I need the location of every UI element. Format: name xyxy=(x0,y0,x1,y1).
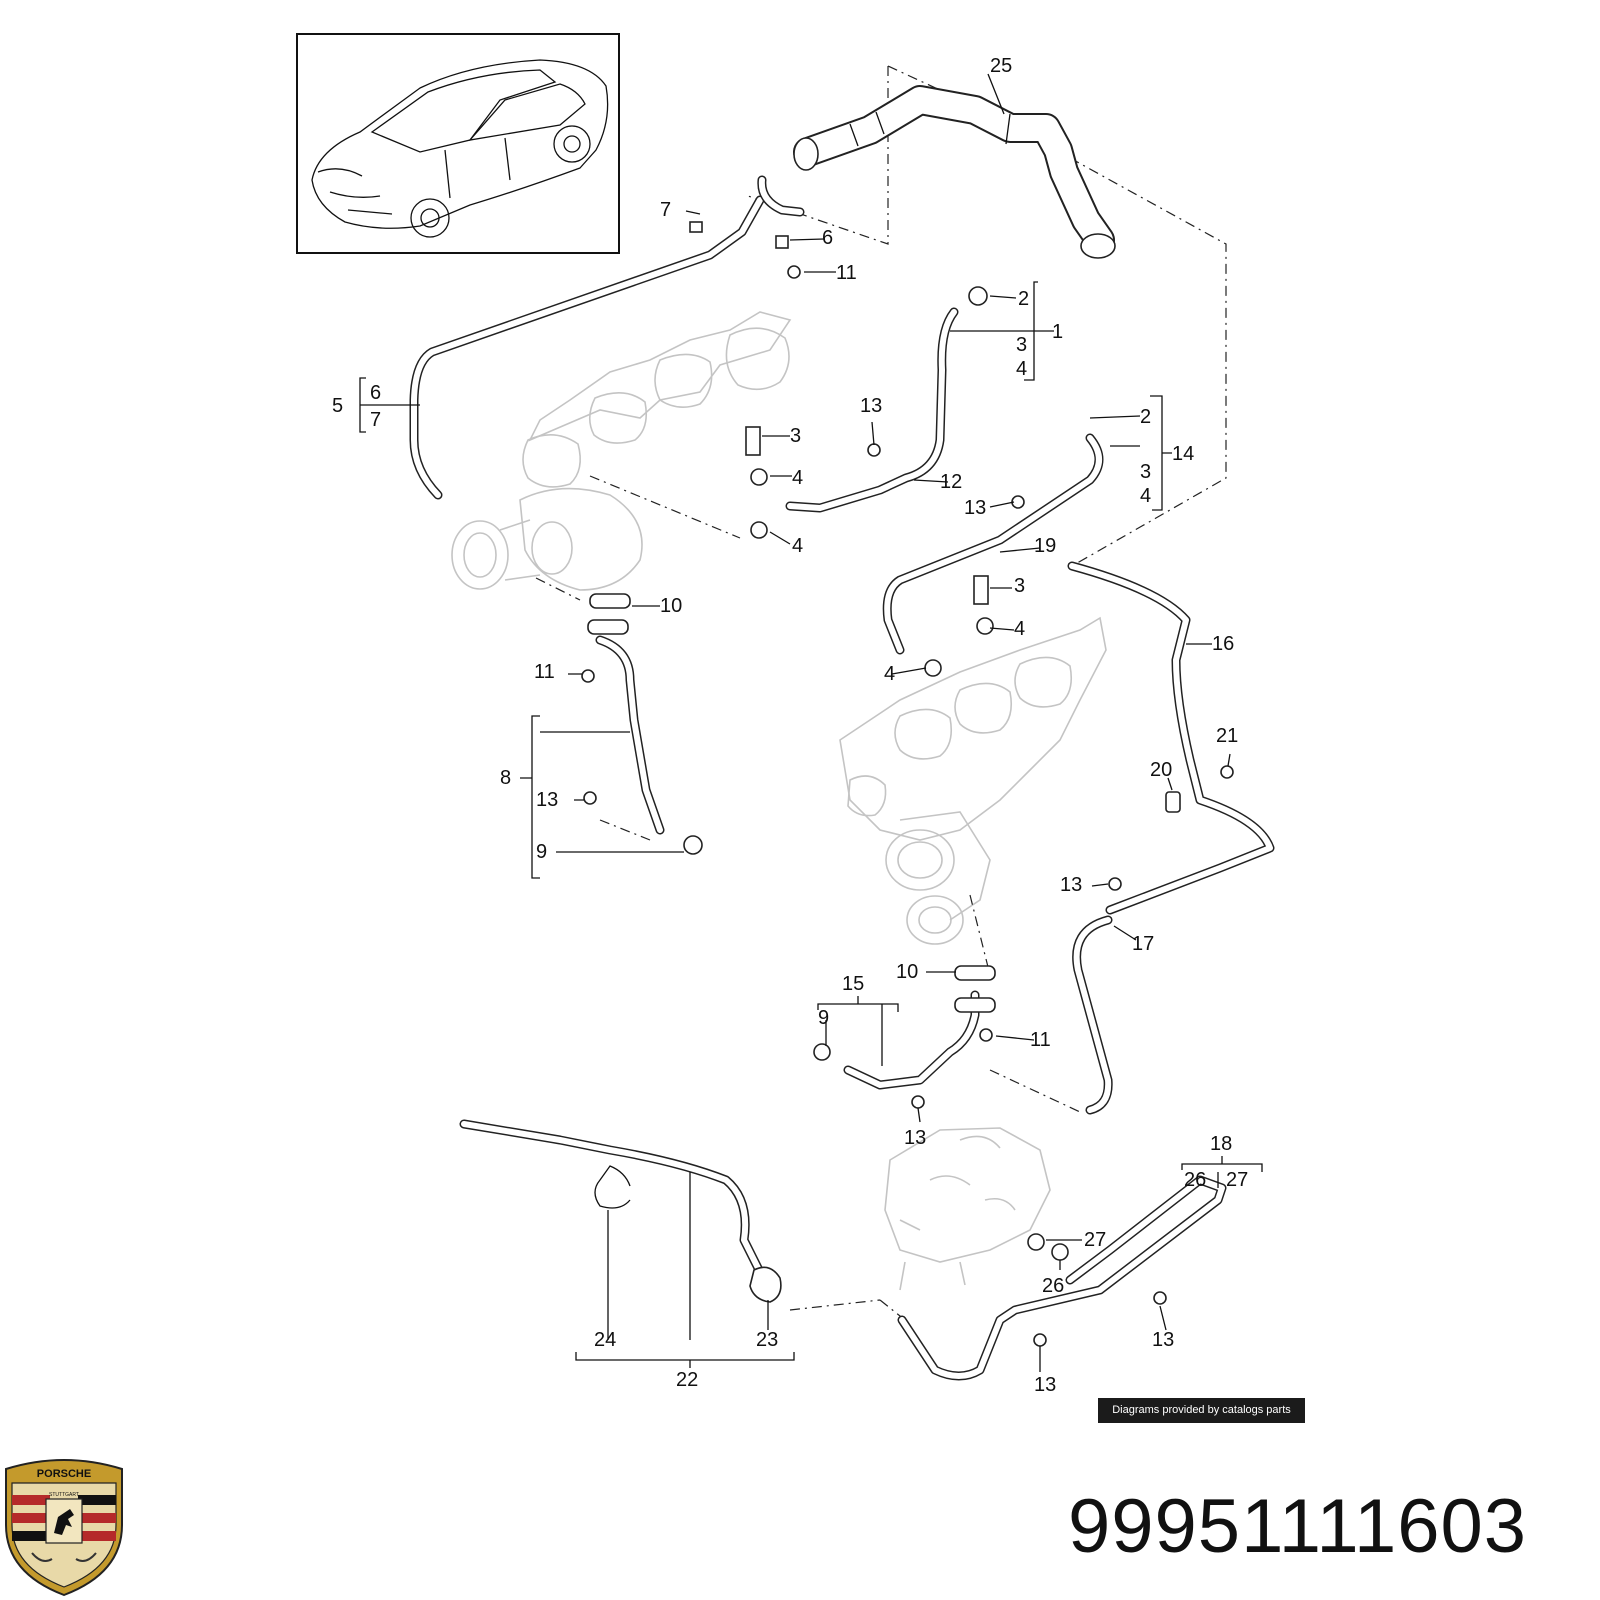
coolant-hose-25 xyxy=(793,85,1116,259)
callout-15: 15 xyxy=(842,973,864,995)
callout-4: 4 xyxy=(1016,358,1027,380)
callout-5: 5 xyxy=(332,395,343,417)
callout-9: 9 xyxy=(536,841,547,863)
callout-6: 6 xyxy=(822,227,833,249)
callout-16: 16 xyxy=(1212,633,1234,655)
oil-lines xyxy=(409,175,1275,1381)
callout-9: 9 xyxy=(818,1007,829,1029)
callout-1: 1 xyxy=(1052,321,1063,343)
callout-24: 24 xyxy=(594,1329,616,1351)
callout-14: 14 xyxy=(1172,443,1194,465)
callout-13: 13 xyxy=(1152,1329,1174,1351)
callout-4: 4 xyxy=(884,663,895,685)
turbocharger-right xyxy=(839,616,1107,945)
callout-26: 26 xyxy=(1184,1169,1206,1191)
turbocharger-left xyxy=(451,311,792,591)
callout-3: 3 xyxy=(1014,575,1025,597)
callout-labels: 25 7 6 11 2 1 3 4 5 6 7 13 3 2 14 3 4 4 … xyxy=(332,55,1248,1396)
callout-3: 3 xyxy=(790,425,801,447)
callout-13: 13 xyxy=(860,395,882,417)
callout-11: 11 xyxy=(836,262,857,284)
svg-text:STUTTGART: STUTTGART xyxy=(49,1492,79,1498)
callout-12: 12 xyxy=(940,471,962,493)
callout-3: 3 xyxy=(1140,461,1151,483)
callout-10: 10 xyxy=(896,961,918,983)
vehicle-inset xyxy=(296,33,620,254)
callout-13: 13 xyxy=(1060,874,1082,896)
svg-text:PORSCHE: PORSCHE xyxy=(37,1468,91,1480)
engine-block-fragment xyxy=(884,1127,1051,1291)
leader-lines xyxy=(359,73,1263,1372)
callout-13: 13 xyxy=(1034,1374,1056,1396)
callout-4: 4 xyxy=(792,467,803,489)
part-number: 99951111603 xyxy=(1068,1484,1528,1569)
callout-18: 18 xyxy=(1210,1133,1232,1155)
diagram-credit: Diagrams provided by catalogs parts xyxy=(1098,1398,1305,1423)
callout-25: 25 xyxy=(990,55,1012,77)
callout-13: 13 xyxy=(536,789,558,811)
callout-13: 13 xyxy=(904,1127,926,1149)
callout-4: 4 xyxy=(1140,485,1151,507)
callout-4: 4 xyxy=(792,535,803,557)
callout-26: 26 xyxy=(1042,1275,1064,1297)
callout-11: 11 xyxy=(1030,1029,1051,1051)
callout-4: 4 xyxy=(1014,618,1025,640)
callout-8: 8 xyxy=(500,767,511,789)
callout-3: 3 xyxy=(1016,334,1027,356)
callout-2: 2 xyxy=(1140,406,1151,428)
reference-lines xyxy=(535,65,1227,1321)
callout-2: 2 xyxy=(1018,288,1029,310)
callout-27: 27 xyxy=(1226,1169,1248,1191)
callout-20: 20 xyxy=(1150,759,1172,781)
porsche-crest-logo: PORSCHE STUTTGART xyxy=(5,1459,123,1597)
callout-11: 11 xyxy=(534,661,555,683)
callout-7: 7 xyxy=(660,199,671,221)
callout-13: 13 xyxy=(964,497,986,519)
callout-23: 23 xyxy=(756,1329,778,1351)
callout-10: 10 xyxy=(660,595,682,617)
callout-21: 21 xyxy=(1216,725,1238,747)
callout-27: 27 xyxy=(1084,1229,1106,1251)
callout-19: 19 xyxy=(1034,535,1056,557)
fittings xyxy=(581,221,1234,1347)
callout-7: 7 xyxy=(370,409,381,431)
callout-6: 6 xyxy=(370,382,381,404)
callout-17: 17 xyxy=(1132,933,1154,955)
callout-22: 22 xyxy=(676,1369,698,1391)
